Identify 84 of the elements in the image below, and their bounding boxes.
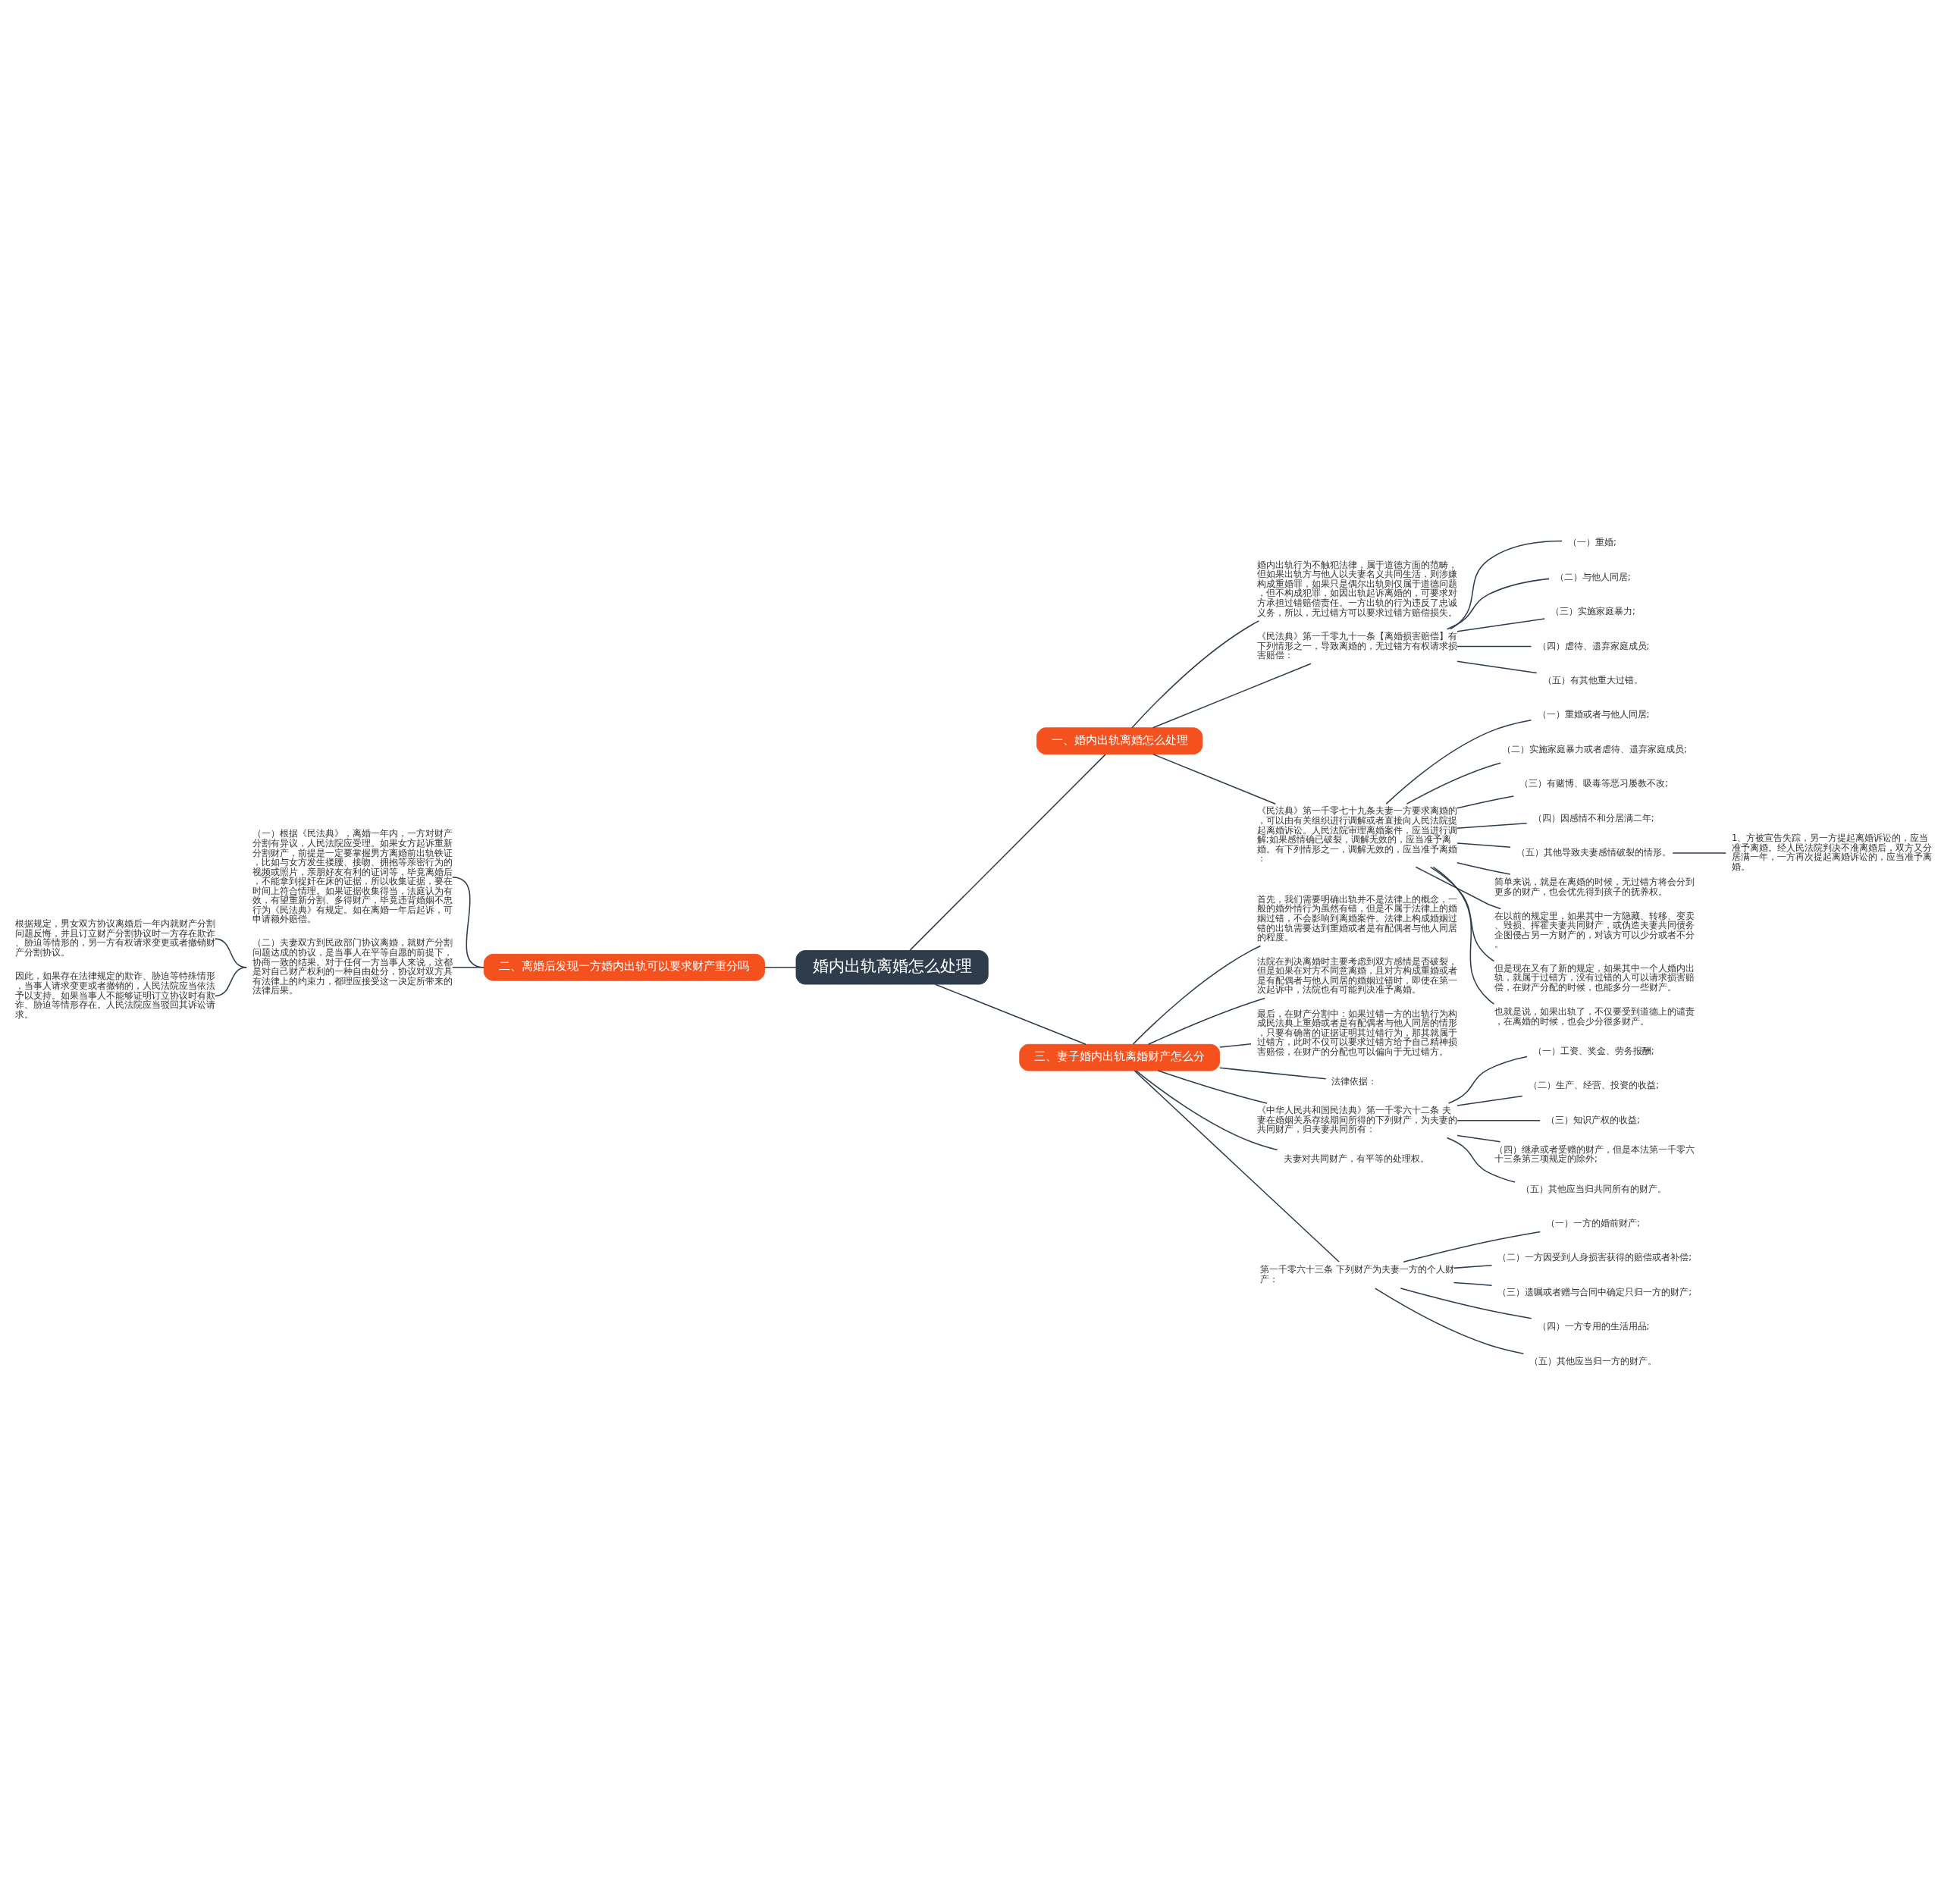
node-text: 在以前的规定里，如果其中一方隐藏、转移、变卖、毁损、挥霍夫妻共同财产，或伪造夫妻共同债务企图侵占另一方财产的，对该方可以少分或者不分。 — [1494, 910, 1695, 949]
connector — [1375, 1287, 1525, 1354]
node-text: （四）继承或者受赠的财产，但是本法第一千零六十三条第三项规定的除外; — [1494, 1143, 1695, 1164]
connector — [1432, 866, 1495, 1005]
node-text: （二）实施家庭暴力或者虐待、遗弃家庭成员; — [1502, 743, 1688, 754]
node-text: （五）其他导致夫妻感情破裂的情形。 — [1516, 846, 1671, 858]
connector — [1135, 1069, 1278, 1150]
connector — [1457, 617, 1545, 632]
node-text: （一）工资、奖金、劳务报酬; — [1532, 1045, 1654, 1056]
node-text: 婚内出轨行为不触犯法律，属于道德方面的范畴，但如果出轨方与他人以夫妻名义共同生活，则涉嫌构成重婚罪，如果只是偶尔出轨则仅属于道德问题，但不构成犯罪，如因出轨起诉离婚的，可要求对方承担过错赔偿责任。一方出轨的行为违反了忠诚义务，所以，无过错方可以要求过错方赔偿损失。 — [1256, 559, 1457, 618]
connector — [1446, 578, 1550, 630]
node-text: （五）有其他重大过错。 — [1542, 674, 1643, 685]
connector — [451, 966, 485, 968]
connector — [1152, 753, 1277, 805]
node-text: （一）重婚; — [1568, 536, 1617, 547]
node-text: 《中华人民共和国民法典》第一千零六十二条 夫妻在婚姻关系存续期间所得的下列财产，为夫妻的共同财产，归夫妻共同所有： — [1256, 1104, 1457, 1134]
connector — [1453, 1281, 1493, 1286]
connector — [1457, 1119, 1541, 1121]
connector — [1152, 663, 1312, 728]
connector — [1406, 761, 1501, 805]
connector — [1453, 1264, 1493, 1269]
node-text: 法院在判决离婚时主要考虑到双方感情是否破裂，但是如果在对方不同意离婚，且对方构成重婚或者是有配偶者与他人同居的婚姻过错时，即使在第一次起诉中，法院也有可能判决准予离婚。 — [1256, 955, 1457, 995]
node-text: （二）一方因受到人身损害获得的赔偿或者补偿; — [1497, 1251, 1692, 1263]
connector — [1132, 945, 1262, 1045]
node-text: （三）实施家庭暴力; — [1550, 605, 1635, 616]
node-text: 第一千零六十三条 下列财产为夫妻一方的个人财产： — [1260, 1263, 1454, 1284]
connector — [1457, 822, 1528, 829]
node-text: （四）因感情不和分居满二年; — [1532, 812, 1654, 823]
connector — [1457, 645, 1532, 647]
connector — [1457, 1134, 1501, 1143]
node-text: 也就是说，如果出轨了，不仅要受到道德上的谴责，在离婚的时候，也会少分很多财产。 — [1494, 1005, 1695, 1027]
connector — [1219, 1067, 1327, 1080]
connector — [1450, 540, 1563, 629]
node-text: （二）与他人同居; — [1554, 571, 1631, 582]
node-text: （三）有赌博、吸毒等恶习屡教不改; — [1519, 777, 1669, 789]
connector — [909, 753, 1106, 951]
node-text: （二）夫妻双方到民政部门协议离婚，就财产分割问题达成的协议，是当事人在平等自愿的前提下，协商一致的结果。对于任何一方当事人来说，这都是对自己财产权利的一种自由处分，协议对双方具有法律上的约束力，都理应接受这一决定所带来的法律后果。 — [252, 936, 453, 996]
node-text: 《民法典》第一千零九十一条【离婚损害赔偿】有下列情形之一，导致离婚的，无过错方有权请求损害赔偿： — [1256, 630, 1457, 660]
node-text: 首先，我们需要明确出轨并不是法律上的概念，一般的婚外情行为虽然有错，但是不属于法律上的婚姻过错，不会影响到离婚案件。法律上构成婚姻过错的出轨需要达到重婚或者是有配偶者与他人同居的程度。 — [1256, 893, 1457, 943]
node-text: （四）虐待、遗弃家庭成员; — [1537, 640, 1650, 651]
node-text: （三）遗嘱或者赠与合同中确定只归一方的财产; — [1497, 1286, 1692, 1297]
connector — [1219, 1043, 1252, 1048]
node-text: （三）知识产权的收益; — [1546, 1114, 1641, 1125]
node-text: （二）生产、经营、投资的收益; — [1528, 1079, 1659, 1090]
connector — [1400, 1287, 1532, 1319]
connector — [1457, 861, 1511, 875]
connector — [1147, 997, 1265, 1045]
node-text: （一）一方的婚前财产; — [1546, 1217, 1641, 1228]
node-text: 但是现在又有了新的规定，如果其中一个人婚内出轨，就属于过错方，没有过错的人可以请求损害赔偿，在财产分配的时候，也能多分一些财产。 — [1494, 962, 1695, 993]
node-box: 婚内出轨离婚怎么处理 — [795, 949, 989, 985]
node-box: 三、妻子婚内出轨离婚财产怎么分 — [1019, 1043, 1221, 1071]
connector — [1457, 1095, 1523, 1106]
node-text: 1、方被宣告失踪，另一方提起离婚诉讼的，应当准予离婚。经人民法院判决不准离婚后，双方又分居满一年，一方再次提起离婚诉讼的，应当准予离婚。 — [1732, 832, 1933, 872]
connector — [1385, 719, 1532, 805]
node-text: 最后，在财产分割中：如果过错一方的出轨行为构成民法典上重婚或者是有配偶者与他人同居的情形，只要有确凿的证据证明其过错行为，那其就属于过错方，此时不仅可以要求过错方给予自己精神损害赔偿，在财产的分配也可以偏向于无过错方。 — [1256, 1008, 1457, 1057]
connector — [1157, 1069, 1268, 1104]
node-text: （五）其他应当归一方的财产。 — [1529, 1355, 1657, 1366]
node-text: 根据规定，男女双方协议离婚后一年内就财产分割问题反悔，并且订立财产分割协议时一方存在欺诈、胁迫等情形的，另一方有权请求变更或者撤销财产分割协议。 — [14, 917, 215, 958]
connector — [1446, 1137, 1516, 1183]
connector — [1415, 866, 1501, 909]
node-text: 夫妻对共同财产，有平等的处理权。 — [1283, 1153, 1429, 1164]
connector — [934, 983, 1087, 1045]
connector — [214, 966, 247, 996]
node-text: （一）根据《民法典》，离婚一年内，一方对财产分割有异议，人民法院应受理。如果女方起诉重新分割财产，前提是一定要掌握男方离婚前出轨铁证，比如与女方发生搂腰、接吻、拥抱等亲密行为的视频或照片，亲朋好友有利的证词等，毕竟离婚后，不能拿到捉奸在床的证据，所以收集证据，要在时间上符合情理。如果证据收集得当，法庭认为有效，有望重新分割、多得财产，毕竟违背婚姻不忠行为《民法典》有规定。如在离婚一年后起诉，可申请额外赔偿。 — [252, 827, 453, 924]
node-text: 因此，如果存在法律规定的欺诈、胁迫等特殊情形，当事人请求变更或者撤销的，人民法院应当依法予以支持。如果当事人不能够证明订立协议时有欺诈、胁迫等情形存在。人民法院应当驳回其诉讼请求。 — [14, 970, 215, 1020]
connector — [764, 966, 797, 968]
connector — [1447, 1056, 1528, 1104]
node-text: 简单来说，就是在离婚的时候，无过错方将会分到更多的财产，也会优先得到孩子的抚养权。 — [1494, 876, 1695, 897]
connector — [1134, 1069, 1340, 1263]
node-box: 二、离婚后发现一方婚内出轨可以要求财产重分吗 — [483, 953, 765, 981]
connector — [1131, 620, 1260, 728]
connector — [1672, 852, 1727, 854]
connector — [451, 876, 485, 968]
node-text: 《民法典》第一千零七十九条夫妻一方要求离婚的，可以由有关组织进行调解或者直接向人民法院提起离婚诉讼。人民法院审理离婚案件，应当进行调解;如果感情确已破裂，调解无效的，应当准予离婚。有下列情形之一，调解无效的，应当准予离婚： — [1256, 805, 1457, 864]
connector — [1403, 1231, 1541, 1263]
connector — [1457, 660, 1538, 673]
connector — [1457, 842, 1511, 848]
node-text: （四）一方专用的生活用品; — [1537, 1320, 1650, 1332]
connector — [1457, 795, 1515, 809]
node-text: （五）其他应当归共同所有的财产。 — [1520, 1183, 1667, 1194]
node-text: 法律依据： — [1331, 1075, 1378, 1087]
connector — [1430, 866, 1495, 961]
node-box: 一、婚内出轨离婚怎么处理 — [1036, 726, 1203, 754]
node-text: （一）重婚或者与他人同居; — [1537, 708, 1650, 720]
